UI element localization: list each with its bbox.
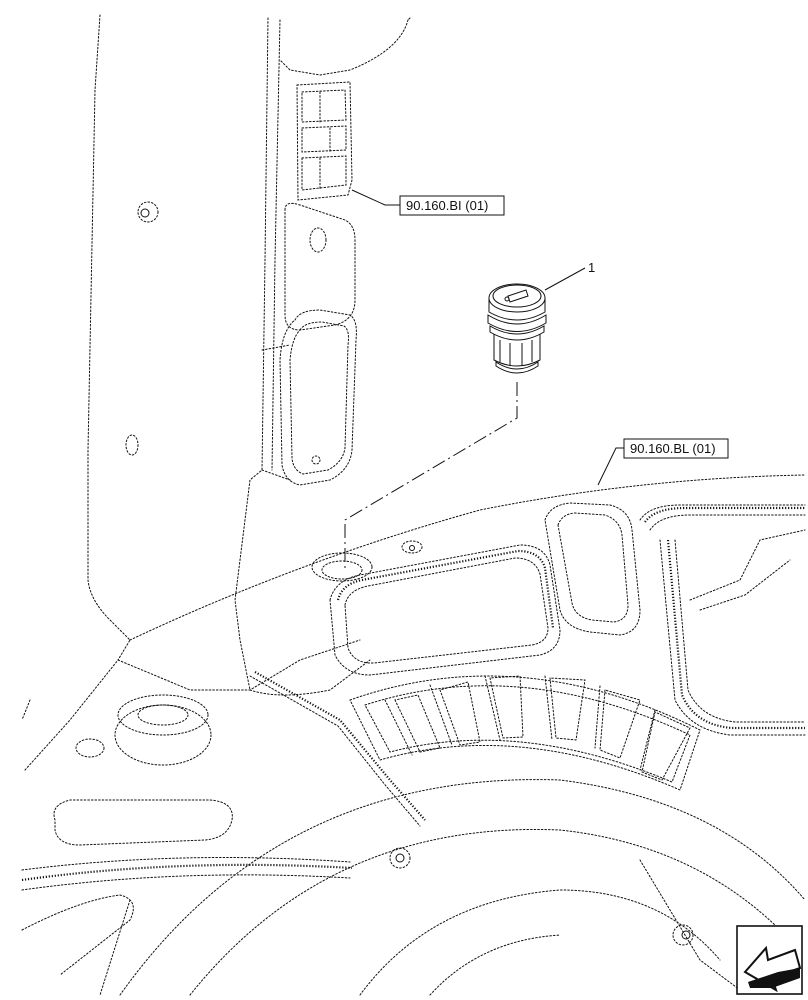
louvre-panel — [349, 675, 701, 791]
power-socket-part — [487, 283, 547, 374]
reference-label-bl: 90.160.BL (01) — [630, 441, 716, 456]
reference-bi[interactable]: 90.160.BI (01) — [351, 189, 505, 216]
callout-label: 1 — [588, 260, 595, 275]
dashboard-panel — [24, 474, 806, 771]
assembly-centerline — [344, 382, 518, 570]
arrow-back-icon[interactable] — [736, 925, 803, 995]
reference-label-bi: 90.160.BI (01) — [406, 198, 488, 213]
pillar-trim-panel — [87, 14, 411, 696]
callout-item-1: 1 — [544, 260, 595, 291]
reference-bl[interactable]: 90.160.BL (01) — [597, 438, 729, 486]
lower-trim — [21, 671, 806, 996]
